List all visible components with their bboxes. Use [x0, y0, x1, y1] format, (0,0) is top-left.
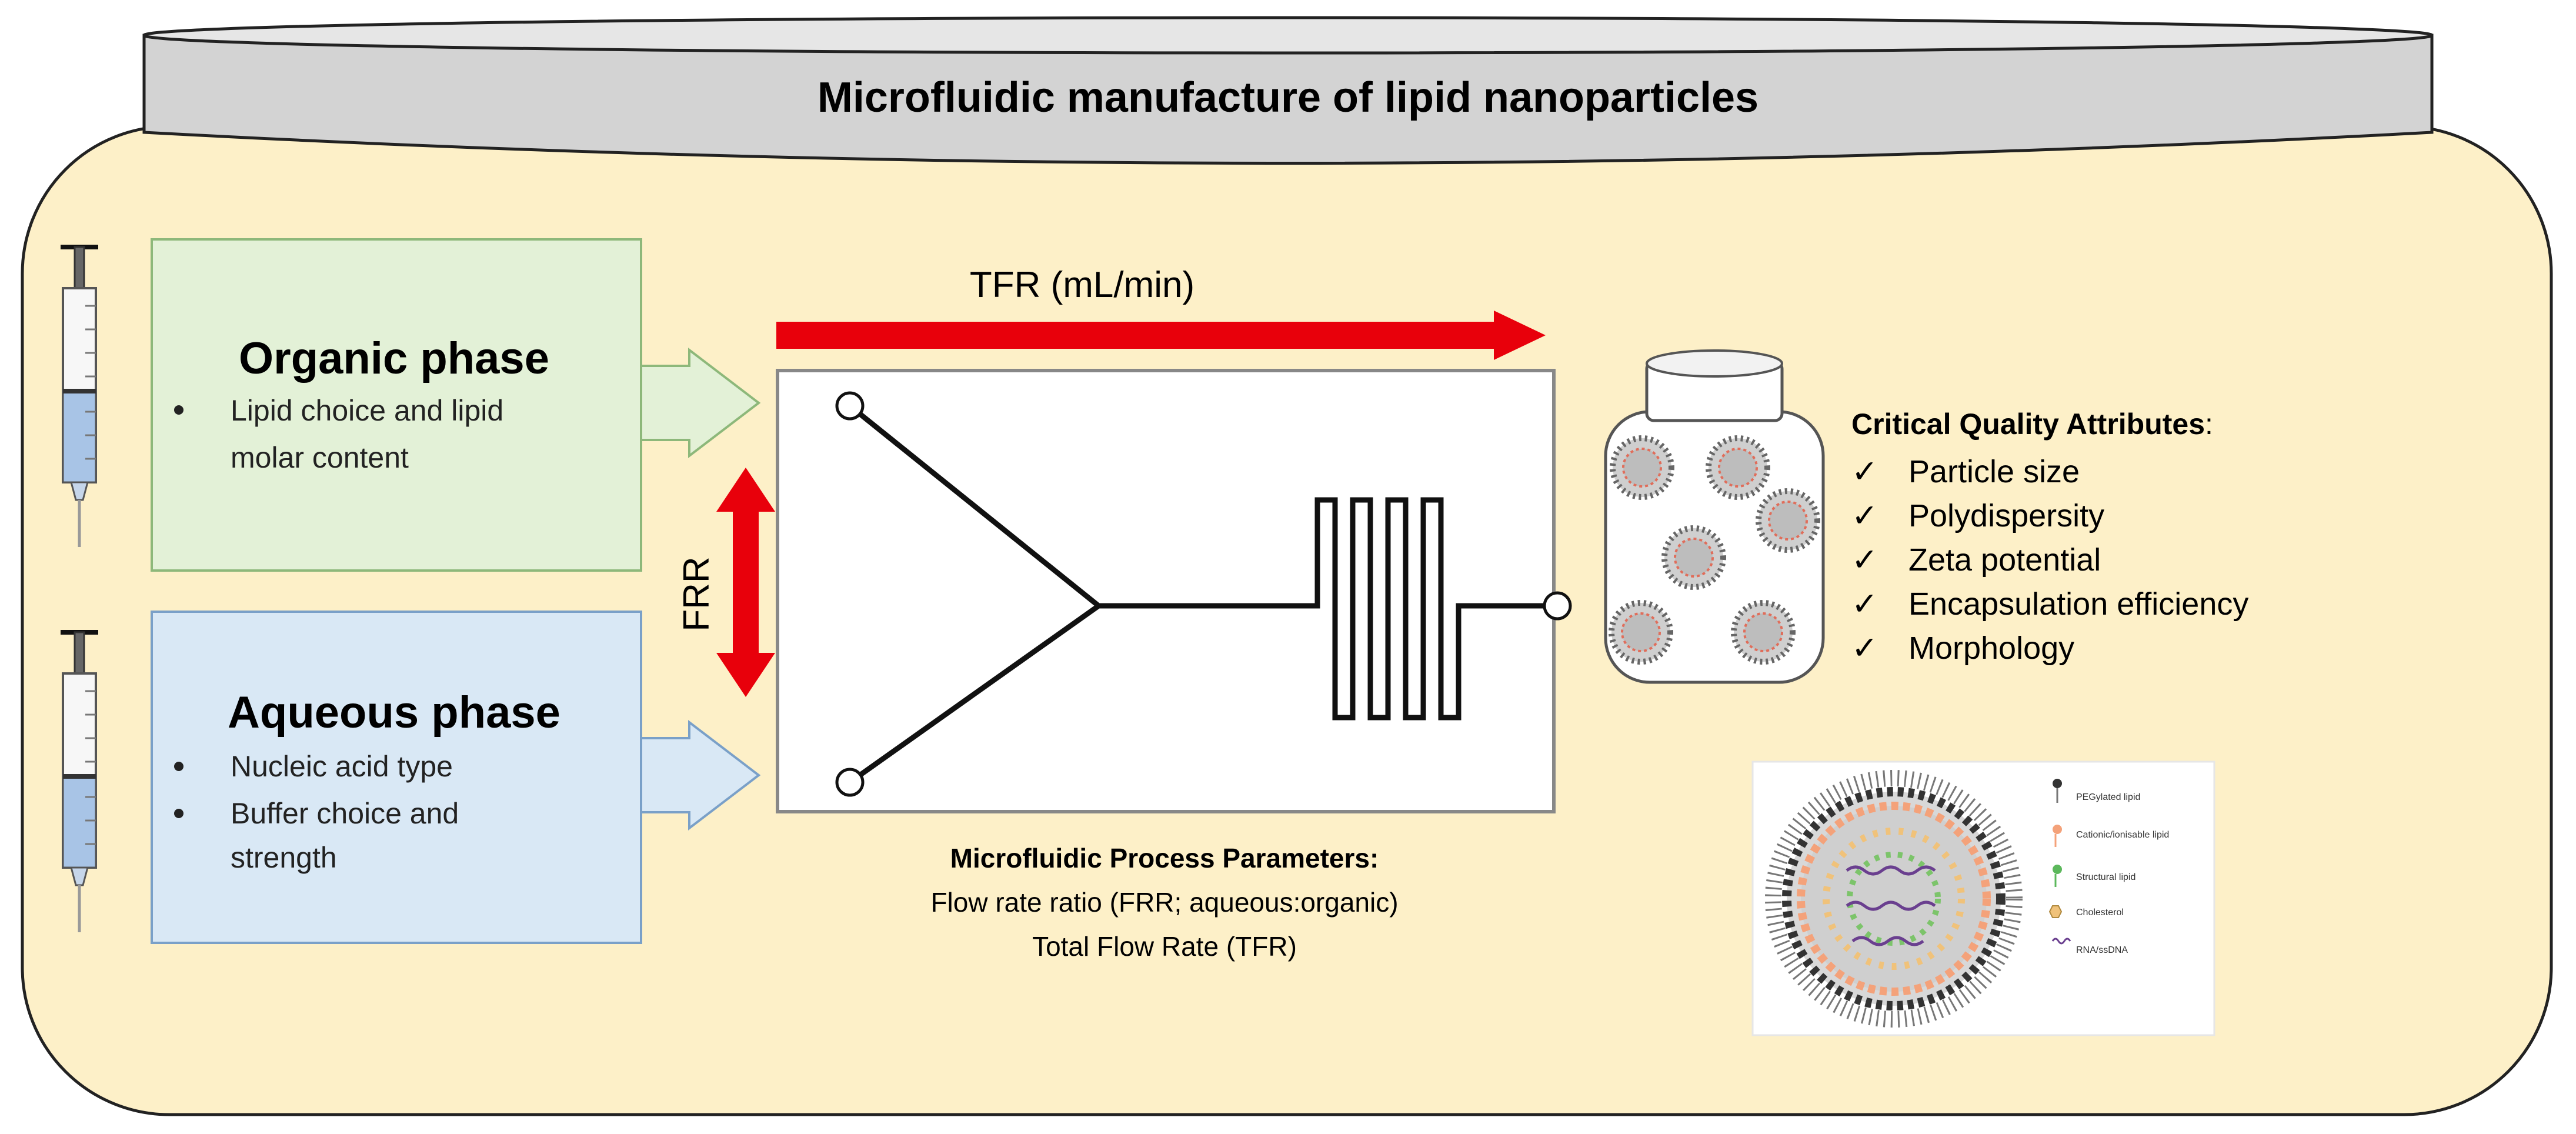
pegylated-lipid-icon — [2053, 779, 2062, 803]
lnp-legend: PEGylated lipid Cationic/ionisable lipid… — [2048, 779, 2169, 955]
legend-cationic-lipid: Cationic/ionisable lipid — [2076, 830, 2169, 840]
aqueous-bullet-1: Nucleic acid type — [231, 750, 453, 783]
process-parameters-title: Microfluidic Process Parameters: — [950, 843, 1379, 873]
cationic-lipid-icon — [2053, 825, 2062, 847]
cqa-item: Morphology — [1908, 631, 2074, 666]
legend-rna: RNA/ssDNA — [2076, 945, 2128, 955]
organic-phase-title: Organic phase — [239, 333, 549, 383]
aqueous-phase-title: Aqueous phase — [228, 688, 560, 738]
bullet — [174, 809, 183, 818]
bullet — [174, 405, 183, 415]
aqueous-inlet-arrow — [640, 719, 761, 831]
syringe-icon-organic — [61, 245, 98, 547]
aqueous-bullet-2-cont: strength — [231, 841, 337, 874]
cqa-item: Polydispersity — [1908, 498, 2104, 533]
legend-pegylated-lipid: PEGylated lipid — [2076, 792, 2140, 802]
nanoparticle-icon — [1609, 600, 1673, 665]
syringe-icon-aqueous — [61, 630, 98, 932]
cqa-item: Zeta potential — [1908, 542, 2101, 578]
process-parameter-frr: Flow rate ratio (FRR; aqueous:organic) — [930, 887, 1398, 918]
aqueous-inlet-port — [835, 768, 865, 797]
rna-icon — [2051, 938, 2071, 945]
frr-label: FRR — [676, 556, 717, 631]
nanoparticle-jar-icon — [1604, 349, 1825, 684]
lnp-structure-inset: PEGylated lipid Cationic/ionisable lipid… — [1751, 761, 2215, 1036]
organic-bullet-1: Lipid choice and lipid — [231, 394, 503, 427]
outlet-port — [1543, 591, 1572, 621]
lnp-cross-section-icon — [1765, 770, 2023, 1028]
check-icon: ✓ — [1851, 498, 1878, 533]
process-parameter-tfr: Total Flow Rate (TFR) — [1032, 931, 1297, 962]
legend-cholesterol: Cholesterol — [2076, 908, 2124, 918]
cqa-title-text: Critical Quality Attributes — [1851, 408, 2205, 441]
cqa-item: Encapsulation efficiency — [1908, 586, 2248, 622]
tfr-arrow — [776, 311, 1546, 360]
tfr-label: TFR (mL/min) — [970, 265, 1194, 305]
organic-phase-box: Organic phase Lipid choice and lipid mol… — [151, 238, 642, 572]
structural-lipid-icon — [2053, 865, 2062, 887]
diagram-title: Microfluidic manufacture of lipid nanopa… — [817, 74, 1759, 121]
bullet — [174, 762, 183, 771]
nanoparticle-icon — [1731, 600, 1796, 665]
cqa-title: Critical Quality Attributes: — [1851, 408, 2213, 441]
nanoparticle-icon — [1661, 525, 1726, 590]
aqueous-phase-box: Aqueous phase Nucleic acid type Buffer c… — [151, 611, 642, 944]
check-icon: ✓ — [1851, 586, 1878, 622]
nanoparticle-icon — [1706, 435, 1770, 500]
organic-inlet-arrow — [640, 347, 761, 459]
organic-bullet-1-cont: molar content — [231, 441, 409, 474]
cqa-list: ✓ Particle size ✓ Polydispersity ✓ Zeta … — [1851, 454, 2248, 666]
cqa-title-colon: : — [2205, 408, 2213, 441]
check-icon: ✓ — [1851, 631, 1878, 666]
microfluidic-chip — [776, 369, 1572, 813]
organic-inlet-port — [835, 391, 865, 421]
frr-arrow — [716, 468, 775, 697]
check-icon: ✓ — [1851, 454, 1878, 489]
aqueous-bullet-2: Buffer choice and — [231, 797, 459, 830]
cqa-item: Particle size — [1908, 454, 2080, 489]
check-icon: ✓ — [1851, 542, 1878, 578]
nanoparticle-icon — [1756, 488, 1820, 553]
legend-structural-lipid: Structural lipid — [2076, 872, 2135, 882]
nanoparticle-icon — [1610, 435, 1674, 500]
title-banner: Microfluidic manufacture of lipid nanopa… — [142, 16, 2434, 165]
cholesterol-icon — [2048, 905, 2063, 918]
